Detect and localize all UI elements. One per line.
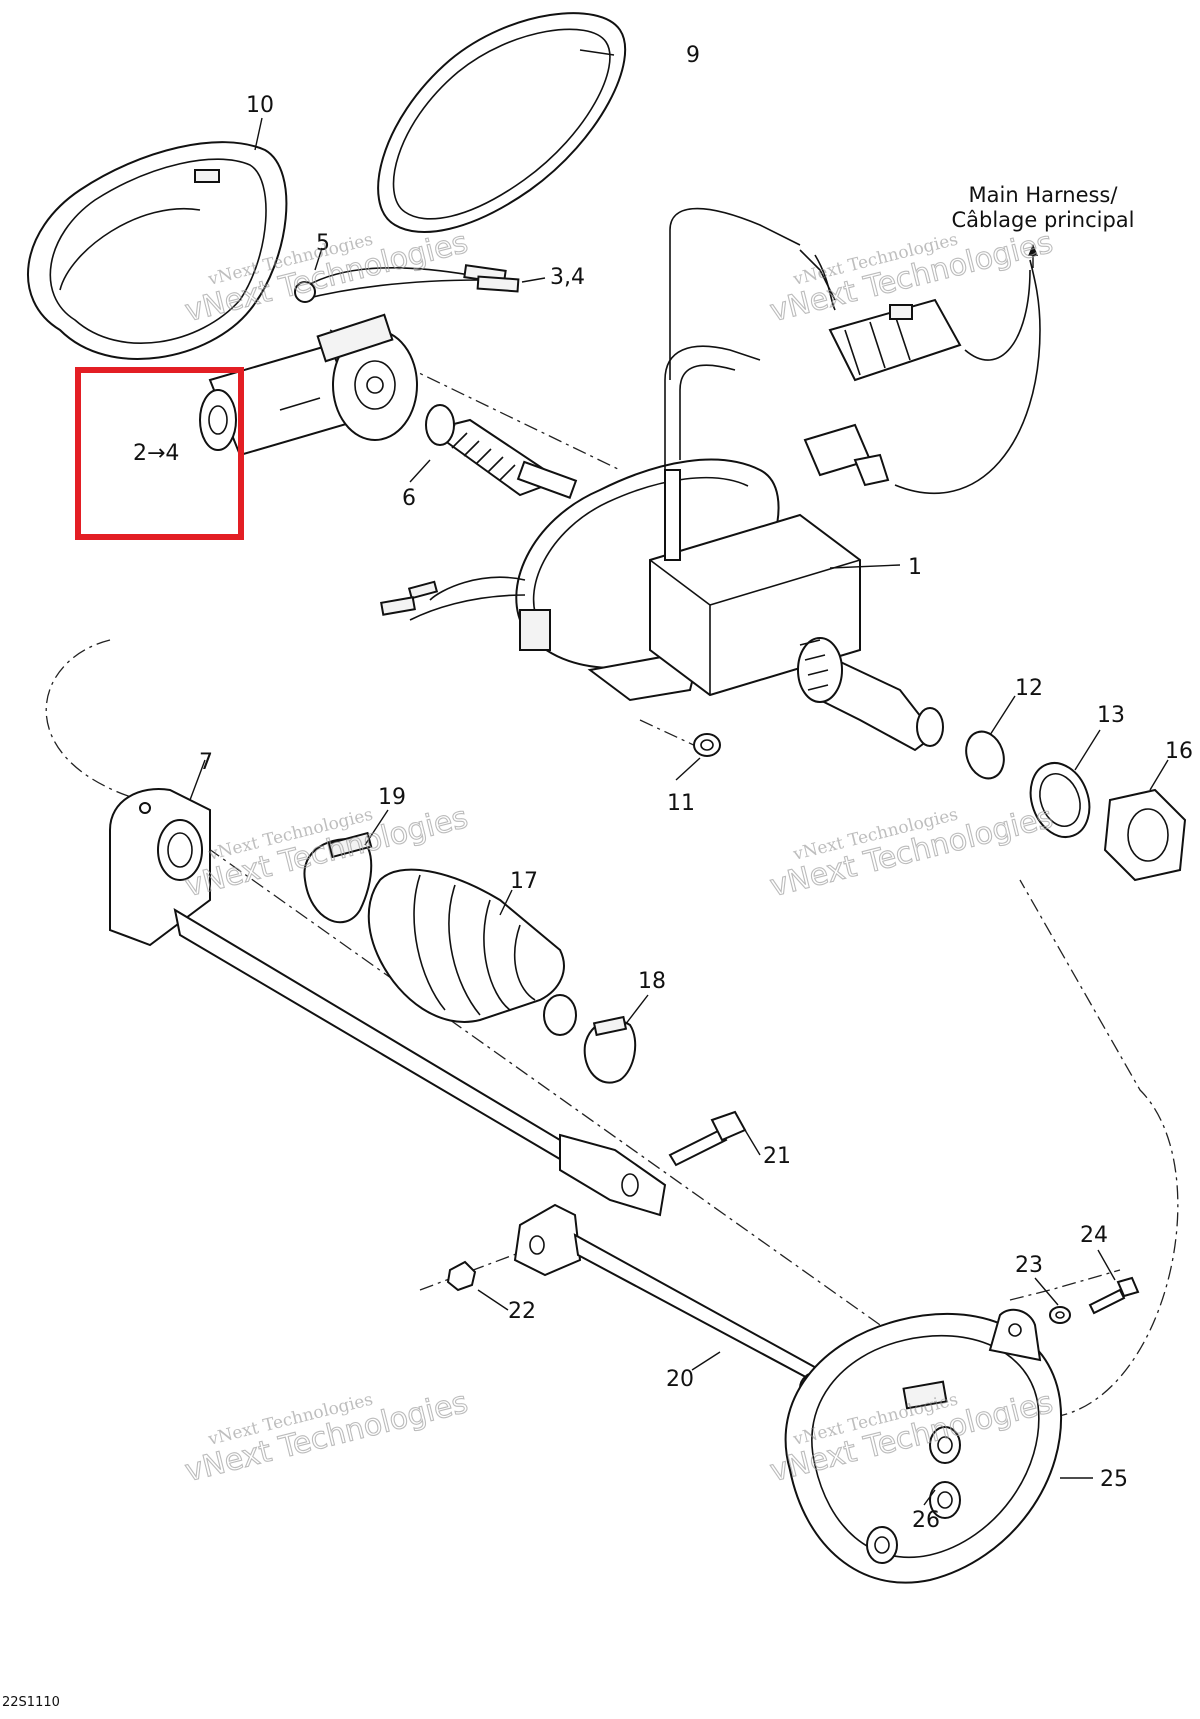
part-21-bolt [668,1110,747,1167]
part-1-housing [380,207,944,752]
callout-20: 20 [666,1367,694,1392]
highlight-box [75,367,244,540]
callout-22: 22 [508,1299,536,1324]
part-17-boot [367,868,577,1036]
part-23-washer [1049,1306,1071,1324]
callout-11: 11 [667,791,695,816]
callout-13: 13 [1097,703,1125,728]
callout-21: 21 [763,1144,791,1169]
part-19-clamp [303,831,373,924]
part-13-retainer [1029,762,1091,838]
leader-lines [189,49,1169,1506]
part-18-clamp [583,1015,637,1084]
callout-23: 23 [1015,1253,1043,1278]
part-10-cover [27,141,288,360]
callout-26: 26 [912,1508,940,1533]
callout-6: 6 [402,486,416,511]
harness-label-line2: Câblage principal [951,208,1134,232]
part-25-bracket [784,1308,1063,1584]
harness-connectors [799,244,1041,495]
part-16-nut [1103,788,1187,882]
part-9-seal [377,12,627,233]
callout-7: 7 [199,750,213,775]
part-12-o-ring [965,730,1005,780]
callout-16: 16 [1165,739,1193,764]
part-6-worm-gear [425,404,578,499]
callout-17: 17 [510,869,538,894]
callout-labels: 10 9 5 3,4 2→4 6 1 12 13 16 11 7 19 17 1… [133,43,1193,1533]
callout-5: 5 [316,231,330,256]
part-26-bushings [866,1426,961,1564]
drawing-code: 22S1110 [2,1695,60,1710]
part-22-nut [446,1260,477,1292]
callout-2-to-4: 2→4 [133,441,179,466]
callout-10: 10 [246,93,274,118]
part-7-rod [109,788,667,1217]
callout-19: 19 [378,785,406,810]
harness-label: Main Harness/ Câblage principal [951,183,1134,232]
part-24-screw [1088,1276,1140,1315]
callout-9: 9 [686,43,700,68]
part-motor-assembly [199,313,418,457]
callout-1: 1 [908,555,922,580]
callout-25: 25 [1100,1467,1128,1492]
part-11-grommet [693,733,721,757]
callout-18: 18 [638,969,666,994]
harness-label-line1: Main Harness/ [969,183,1119,207]
callout-12: 12 [1015,676,1043,701]
callout-3-4: 3,4 [550,265,585,290]
callout-24: 24 [1080,1223,1108,1248]
connector-wires-3-4 [294,264,520,303]
